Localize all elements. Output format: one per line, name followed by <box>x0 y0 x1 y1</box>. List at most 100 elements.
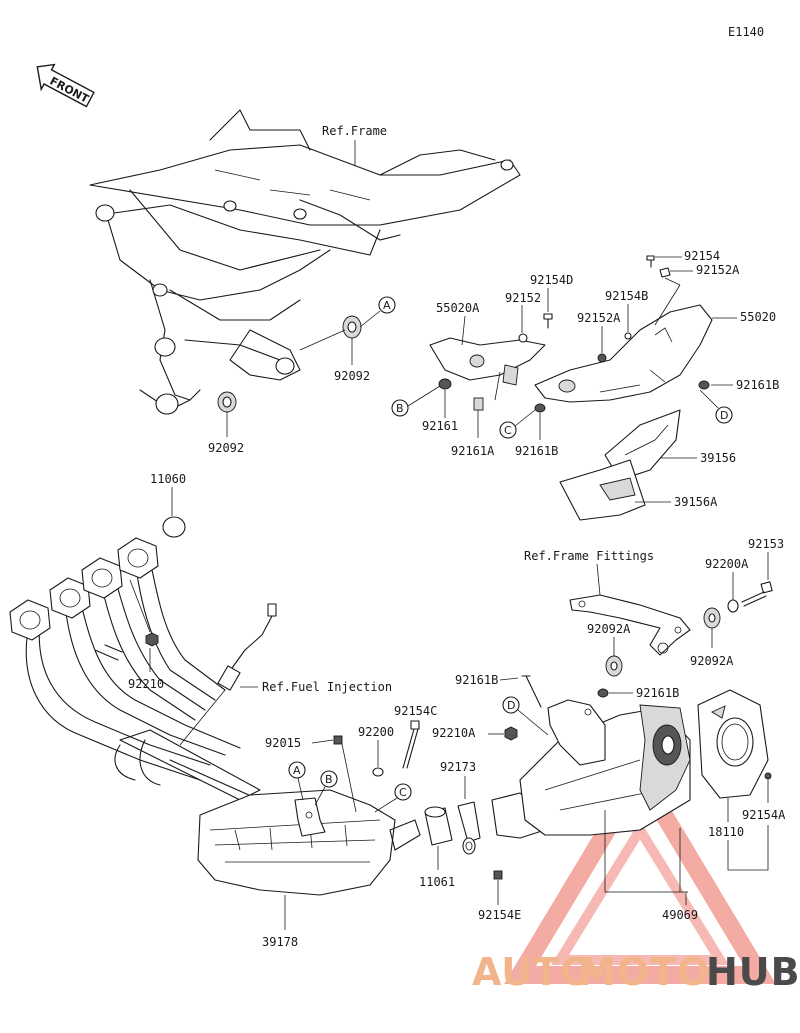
diagram-code: E1140 <box>728 25 764 39</box>
label-92154B: 92154B <box>605 289 648 303</box>
label-92161A: 92161A <box>451 444 495 458</box>
svg-text:A: A <box>293 764 301 777</box>
label-92161: 92161 <box>422 419 458 433</box>
label-92173: 92173 <box>440 760 476 774</box>
pre-chamber-39178 <box>197 789 421 896</box>
callout-c-chamber: C <box>394 783 412 801</box>
label-92161B-l: 92161B <box>455 673 498 687</box>
label-92154A: 92154A <box>742 808 786 822</box>
svg-text:MOTO: MOTO <box>578 950 710 994</box>
header-flange-2 <box>49 577 91 619</box>
end-cap-18110 <box>697 689 769 799</box>
ref-fuel-injection-label: Ref.Fuel Injection <box>262 680 392 694</box>
label-92161B-r: 92161B <box>736 378 779 392</box>
screw-92154D <box>543 313 553 329</box>
clamp-92173 <box>457 801 481 855</box>
damper-92092-lower <box>217 391 237 413</box>
heat-guard-55020A <box>429 337 546 386</box>
grommet-92161 <box>438 378 452 390</box>
heat-guard-55020 <box>534 304 713 403</box>
label-39156A: 39156A <box>674 495 718 509</box>
grommet-92161B-r <box>698 380 710 390</box>
label-11060: 11060 <box>150 472 186 486</box>
label-92154E: 92154E <box>478 908 521 922</box>
screw-92154A <box>764 772 772 780</box>
callout-d-guard: D <box>715 406 733 424</box>
svg-text:AUTO: AUTO <box>472 950 593 994</box>
chamber-bracket <box>294 797 326 837</box>
ref-frame-fittings-label: Ref.Frame Fittings <box>524 549 654 563</box>
nut-92210A <box>504 726 518 741</box>
label-92210: 92210 <box>128 677 164 691</box>
svg-text:B: B <box>396 402 404 415</box>
label-92092A-right: 92092A <box>690 654 734 668</box>
svg-text:C: C <box>399 786 407 799</box>
clip-92161A <box>473 397 484 411</box>
callout-c-guard: C <box>499 421 517 439</box>
insulator-39156A <box>559 459 646 521</box>
bolt-92153 <box>741 581 773 607</box>
svg-text:A: A <box>383 299 391 312</box>
svg-text:HUB: HUB <box>706 950 800 994</box>
damper-92092A-left <box>605 655 623 677</box>
svg-text:D: D <box>720 409 728 422</box>
grommet-92161B-m <box>597 688 609 698</box>
watermark-logo <box>504 757 776 984</box>
callout-d-muffler: D <box>502 696 520 714</box>
callout-a-chamber: A <box>288 761 306 779</box>
label-92210A: 92210A <box>432 726 476 740</box>
header-flange-4 <box>117 537 159 579</box>
label-92200A: 92200A <box>705 557 749 571</box>
frame-drawing <box>89 109 521 415</box>
label-55020A: 55020A <box>436 301 480 315</box>
washer-92200A <box>727 599 739 613</box>
label-55020: 55020 <box>740 310 776 324</box>
label-92154C: 92154C <box>394 704 437 718</box>
label-92015: 92015 <box>265 736 301 750</box>
label-92200: 92200 <box>358 725 394 739</box>
screw-92154B <box>624 332 632 340</box>
nut-92015 <box>333 735 343 745</box>
svg-text:C: C <box>504 424 512 437</box>
bolt-92154-top <box>646 255 655 268</box>
label-92092-lower: 92092 <box>208 441 244 455</box>
label-92153: 92153 <box>748 537 784 551</box>
label-18110: 18110 <box>708 825 744 839</box>
label-92152: 92152 <box>505 291 541 305</box>
ref-frame-label: Ref.Frame <box>322 124 387 138</box>
label-92152A-top: 92152A <box>696 263 740 277</box>
callout-b-chamber: B <box>320 770 338 788</box>
washer-92152A <box>597 353 607 363</box>
oxygen-sensor <box>217 603 277 691</box>
callout-a-frame: A <box>378 296 396 314</box>
watermark-text: AUTO MOTO HUB <box>472 950 800 994</box>
callout-b-guard: B <box>391 399 409 417</box>
svg-text:D: D <box>507 699 515 712</box>
damper-92092A-right <box>703 607 721 629</box>
bolt-92154C <box>402 720 420 769</box>
frame-fittings-bracket <box>569 594 691 656</box>
label-92154-top: 92154 <box>684 249 720 263</box>
label-92161B-m: 92161B <box>636 686 679 700</box>
bolt-92154E <box>493 870 503 880</box>
washer-92200 <box>372 767 384 777</box>
header-flange-1 <box>9 599 51 641</box>
bolt-92152 <box>518 333 528 343</box>
label-92152A: 92152A <box>577 311 621 325</box>
front-arrow-icon: FRONT <box>36 63 95 108</box>
damper-92092-upper <box>342 315 362 339</box>
label-11061: 11061 <box>419 875 455 889</box>
label-92161B-c: 92161B <box>515 444 558 458</box>
label-39178: 39178 <box>262 935 298 949</box>
grommet-92161B-l <box>521 675 542 708</box>
nut-92210 <box>145 632 159 647</box>
washer-92152A-top <box>659 267 671 278</box>
gasket-11060 <box>162 516 186 538</box>
label-92092-upper: 92092 <box>334 369 370 383</box>
label-92154D: 92154D <box>530 273 573 287</box>
label-49069: 49069 <box>662 908 698 922</box>
exhaust-headers <box>25 559 261 801</box>
muffler-bracket <box>547 699 606 766</box>
